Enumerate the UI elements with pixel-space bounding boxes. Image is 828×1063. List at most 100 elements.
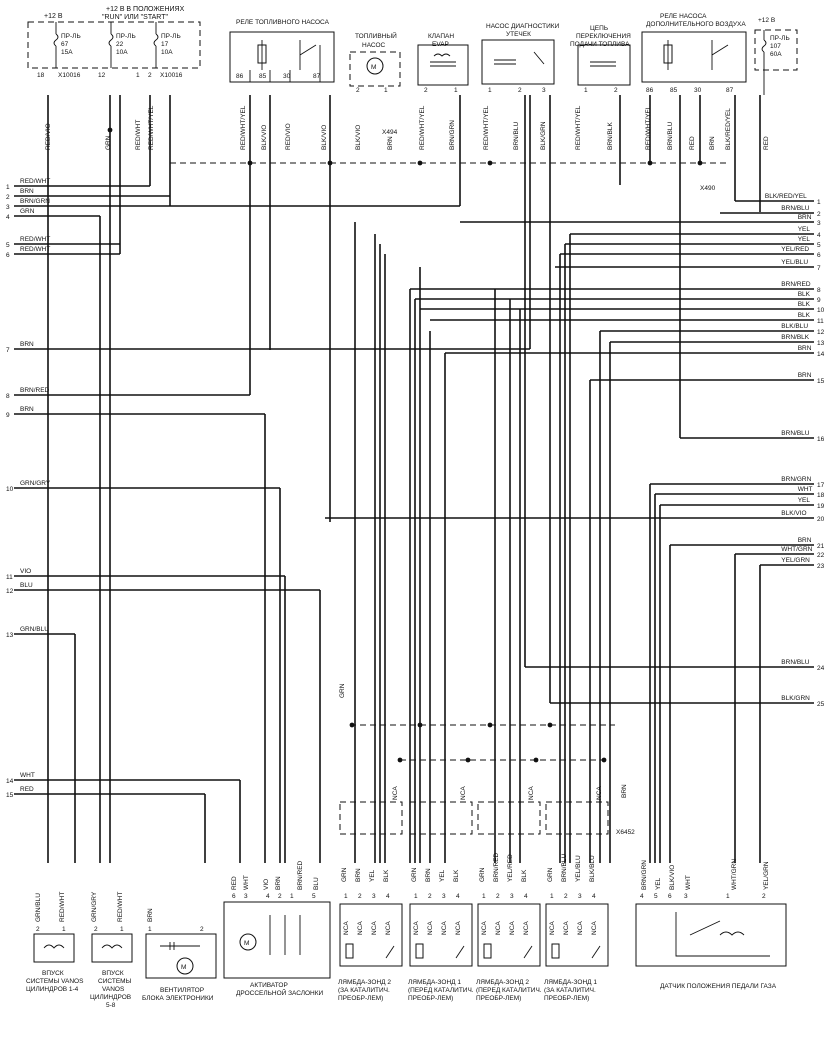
svg-text:30: 30 [283, 73, 291, 80]
svg-text:1: 1 [148, 926, 152, 933]
svg-text:67: 67 [61, 41, 69, 48]
svg-text:1: 1 [488, 87, 492, 94]
fuse-107-frame [754, 29, 798, 71]
svg-text:СИСТЕМЫ: СИСТЕМЫ [98, 978, 132, 985]
bottom-wire-label: YEL [655, 877, 662, 890]
top-wire-label: BLK/VIO [355, 125, 362, 150]
top-wire-label: BLK/VIO [261, 125, 268, 150]
svg-text:ПР-ЛЬ: ПР-ЛЬ [161, 33, 181, 40]
right-row-color: WHT/GRN [781, 546, 812, 553]
right-row-color: BLK/GRN [781, 695, 810, 702]
o2-nca: NCA [563, 921, 570, 935]
bottom-wire-label: RED/WHT [59, 892, 66, 922]
svg-text:НАСОС ДИАГНОСТИКИ: НАСОС ДИАГНОСТИКИ [486, 23, 560, 30]
svg-text:ЦИЛИНДРОВ 1-4: ЦИЛИНДРОВ 1-4 [26, 986, 79, 993]
o2-wire-label: YEL [439, 869, 446, 882]
left-row-num: 12 [6, 588, 14, 595]
svg-text:M: M [371, 64, 376, 71]
right-row-num: 11 [817, 318, 824, 325]
o2-heater-icon [483, 943, 492, 959]
run-start-label-2: "RUN" ИЛИ "START" [102, 14, 168, 21]
o2-pin: 4 [592, 893, 596, 900]
o2-caption: ПРЕОБР-ЛЕМ) [544, 995, 589, 1002]
svg-text:1: 1 [62, 926, 66, 933]
svg-text:2: 2 [356, 87, 360, 94]
bottom-wire-label: WHT [685, 875, 692, 890]
svg-text:10A: 10A [161, 49, 173, 56]
bottom-wire-label: GRN/GRY [91, 891, 98, 922]
right-row-color: BRN/BLU [781, 430, 809, 437]
o2-sensor-box [339, 903, 403, 967]
right-row-num: 24 [817, 665, 825, 672]
right-row-num: 21 [817, 543, 825, 550]
left-row-color: RED/WHT [20, 236, 50, 243]
svg-text:РЕЛЕ НАСОСА: РЕЛЕ НАСОСА [660, 13, 707, 20]
top-wire-label: BLK/RED/YEL [725, 108, 732, 150]
o2-caption: ЛЯМБДА-ЗОНД 1 [408, 979, 461, 986]
svg-text:86: 86 [646, 87, 654, 94]
svg-text:2: 2 [36, 926, 40, 933]
junction-dot [247, 160, 253, 166]
right-row-num: 4 [817, 232, 821, 239]
o2-element-icon [591, 945, 601, 959]
svg-text:ТОПЛИВНЫЙ: ТОПЛИВНЫЙ [355, 31, 397, 40]
svg-text:6: 6 [232, 893, 236, 900]
right-row-num: 2 [817, 211, 821, 218]
left-row-color: GRN [20, 208, 35, 215]
o2-nca: NCA [413, 921, 420, 935]
svg-text:АКТИВАТОР: АКТИВАТОР [250, 982, 288, 989]
right-row-num: 17 [817, 482, 825, 489]
left-row-num: 13 [6, 632, 14, 639]
vanos-intake-5-8: 2 1 ВПУСК СИСТЕМЫ VANOS ЦИЛИНДРОВ 5-8 [90, 926, 133, 1009]
o2-pin: 1 [344, 893, 348, 900]
svg-text:КЛАПАН: КЛАПАН [428, 33, 454, 40]
top-wire-label: RED [763, 136, 770, 150]
svg-text:VANOS: VANOS [102, 986, 125, 993]
svg-text:NCA: NCA [392, 786, 399, 800]
o2-element-icon [455, 945, 465, 959]
o2-pin: 3 [442, 893, 446, 900]
conn-x10016-b: X10016 [160, 72, 183, 79]
o2-pin: 2 [428, 893, 432, 900]
bottom-wire-label: BRN/GRN [641, 860, 648, 890]
o2-wire-label: GRN [341, 867, 348, 882]
right-row-num: 12 [817, 329, 825, 336]
top-wire-label: BRN/BLU [513, 122, 520, 150]
top-wire-label: RED/WHT/YEL [575, 105, 582, 150]
junction-dot [327, 160, 333, 166]
o2-wire-label: YEL/RED [507, 854, 514, 882]
bottom-wire-label: VIO [263, 879, 270, 890]
svg-text:17: 17 [161, 41, 169, 48]
svg-text:M: M [244, 940, 249, 947]
left-row-num: 14 [6, 778, 14, 785]
bottom-wire-label: BLU [313, 877, 320, 890]
svg-text:2: 2 [424, 87, 428, 94]
bottom-wire-label: GRN/BLU [35, 893, 42, 922]
top-wire-label: RED/WHT [135, 120, 142, 150]
svg-text:+12 В: +12 В [758, 17, 775, 24]
right-row-color: YEL [798, 497, 811, 504]
svg-text:1: 1 [290, 893, 294, 900]
o2-wire-label: GRN [479, 867, 486, 882]
o2-caption: (ПЕРЕД КАТАЛИТИЧ. [476, 987, 542, 994]
o2-wire-label: BRN/RED [493, 852, 500, 882]
right-row-num: 7 [817, 265, 821, 272]
svg-text:5: 5 [654, 893, 658, 900]
trunk-verticals [47, 95, 761, 863]
o2-wire-label: YEL/BLU [575, 855, 582, 882]
svg-text:BRN: BRN [621, 784, 628, 798]
svg-text:EVAP: EVAP [432, 41, 449, 48]
secondary-air-relay: РЕЛЕ НАСОСА ДОПОЛНИТЕЛЬНОГО ВОЗДУХА 86 8… [641, 13, 747, 94]
svg-text:NCA: NCA [528, 786, 535, 800]
junction-dot [417, 160, 423, 166]
o2-caption: ЛЯМБДА-ЗОНД 2 [338, 979, 391, 986]
o2-sensor-box [409, 903, 473, 967]
left-row-num: 11 [6, 574, 13, 581]
o2-nca: NCA [495, 921, 502, 935]
o2-sensor-box [545, 903, 609, 967]
o2-nca: NCA [549, 921, 556, 935]
o2-wire-label: GRN [547, 867, 554, 882]
o2-wire-label: BLK [453, 869, 460, 882]
pedal-position-sensor: ДАТЧИК ПОЛОЖЕНИЯ ПЕДАЛИ ГАЗА 4 5 6 3 1 2 [635, 893, 787, 990]
svg-text:1: 1 [584, 87, 588, 94]
